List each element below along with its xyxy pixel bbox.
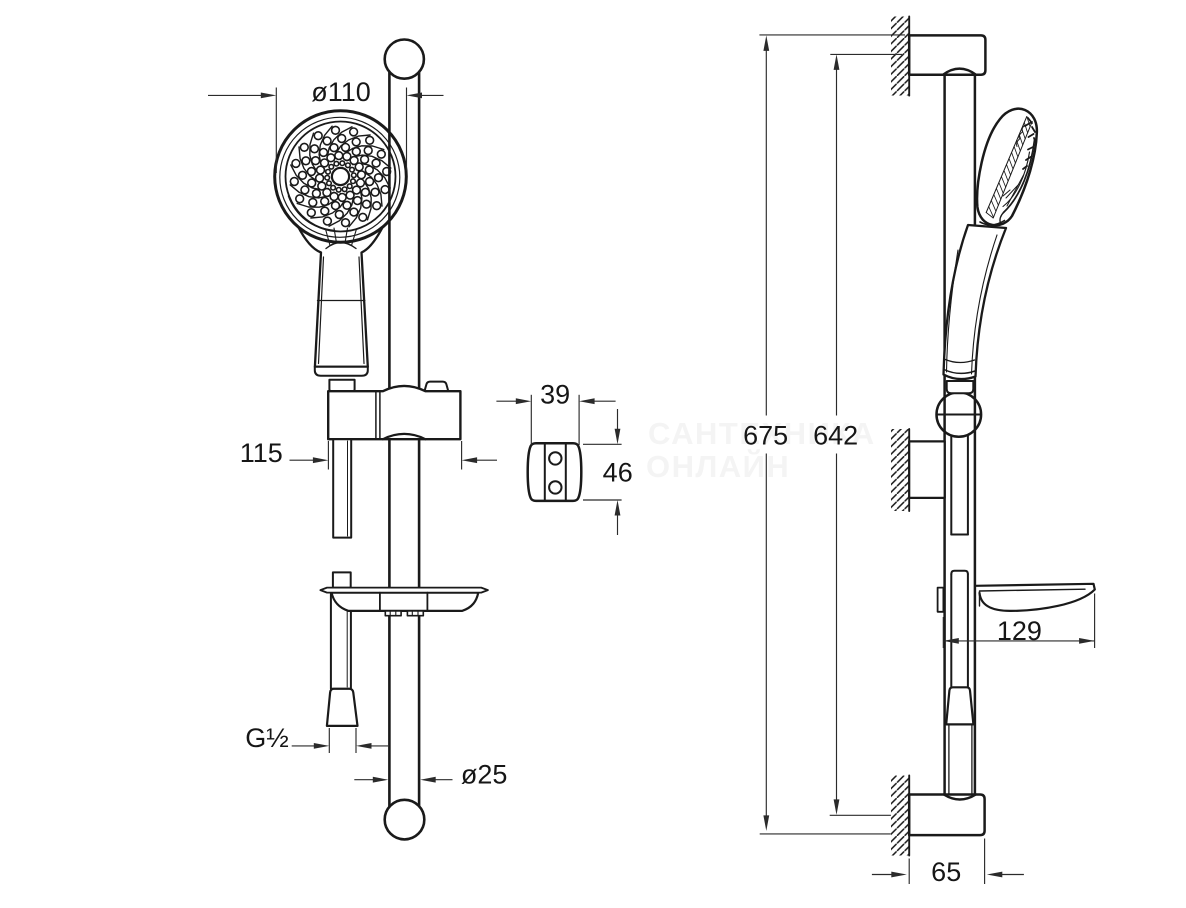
top-wall-bracket-side — [907, 34, 987, 76]
side-head-face-rim — [1002, 139, 1036, 214]
bottom-wall-bracket-side — [907, 793, 986, 837]
watermark-line1: САНТЕХНИКА — [648, 416, 876, 451]
bracket-screw-hole-top — [548, 451, 563, 466]
dim-total-height-label: 675 — [743, 421, 788, 451]
hose-cone-front — [325, 687, 359, 727]
dim-thread-size-label: G½ — [245, 723, 289, 753]
dim-wall-offset — [871, 838, 1024, 884]
spray-nozzle-dots — [289, 125, 392, 228]
wall-hatch-top — [891, 16, 909, 96]
dim-rail-height — [829, 53, 902, 816]
dimension-labels: ø110 115 G½ ø25 39 46 675 642 129 65 — [240, 77, 1042, 887]
dim-holder-width-label: 115 — [240, 438, 283, 468]
side-head-nozzles — [1022, 117, 1037, 170]
rail-top-cap-front — [383, 38, 426, 81]
rail-side — [943, 73, 977, 796]
hose-cone-side — [945, 686, 975, 795]
hand-shower-side — [942, 107, 1039, 381]
dim-head-diameter-label: ø110 — [311, 77, 371, 107]
wall-section — [891, 15, 911, 857]
middle-wall-bracket-side — [908, 440, 946, 499]
watermark: САНТЕХНИКА ОНЛАЙН — [646, 416, 876, 484]
dim-head-diameter — [208, 87, 444, 173]
slider-holder-front — [327, 378, 462, 441]
dim-bracket-height — [583, 409, 622, 535]
dim-bracket-width — [496, 394, 616, 445]
handle-connector-side — [945, 380, 975, 395]
dim-holder-width — [289, 441, 497, 470]
spray-face-hub — [330, 166, 351, 187]
dim-wall-offset-label: 65 — [931, 857, 961, 887]
dim-bracket-height-label: 46 — [603, 458, 633, 488]
bracket-screw-hole-bottom — [548, 480, 563, 495]
dim-rail-diameter-label: ø25 — [461, 760, 508, 790]
wall-bracket-detail — [526, 441, 583, 503]
front-view — [273, 38, 489, 841]
dim-soap-dish-depth — [942, 593, 1096, 648]
soap-dish-front — [319, 586, 489, 617]
hand-shower-handle-front — [296, 224, 385, 377]
dim-soap-dish-depth-label: 129 — [997, 616, 1042, 646]
dim-rail-diameter — [354, 776, 453, 783]
soap-dish-side — [936, 569, 1096, 689]
dim-total-height — [759, 34, 905, 835]
dim-thread-size — [291, 728, 389, 753]
hand-shower-head-front — [273, 109, 408, 250]
side-head-hatch-ticks — [985, 116, 1031, 219]
wall-hatch-middle — [891, 429, 909, 511]
dim-bracket-width-label: 39 — [540, 380, 570, 410]
side-view — [891, 15, 1096, 857]
dimension-annotations — [208, 34, 1096, 884]
rail-bottom-cap-front — [383, 798, 426, 841]
shower-hose-front — [329, 438, 353, 690]
watermark-line2: ОНЛАЙН — [646, 448, 790, 484]
slider-sleeve-side — [950, 435, 969, 536]
dim-rail-height-label: 642 — [813, 421, 858, 451]
wall-hatch-bottom — [891, 775, 909, 856]
